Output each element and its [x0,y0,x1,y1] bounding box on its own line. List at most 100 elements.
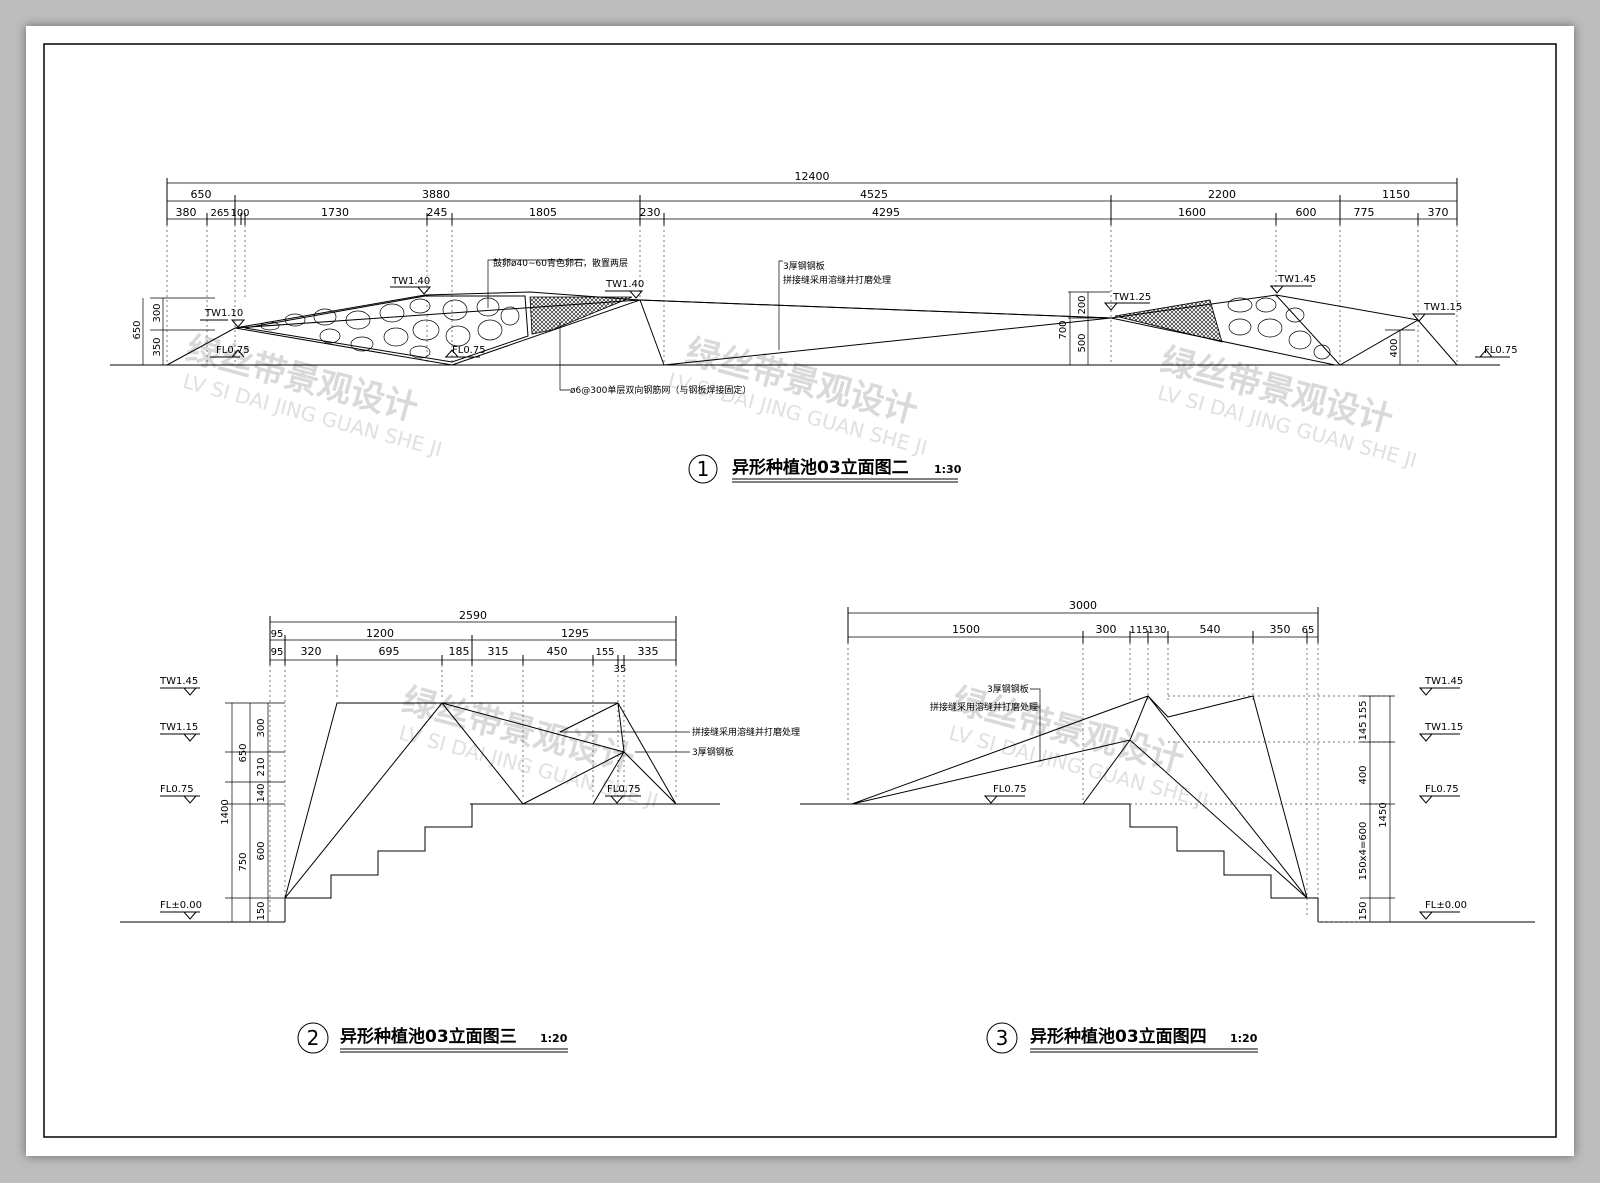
title-number: 1 [697,457,710,481]
level-label: TW1.15 [1424,722,1463,733]
note-rebar: ø6@300单层双向钢筋网（与钢板焊接固定） [570,384,751,396]
drawing-sheet: 绿丝带景观设计 LV SI DAI JING GUAN SHE JI 绿丝带景观… [26,26,1574,1156]
mesh-wedge-right [1114,299,1223,343]
level-label: TW1.40 [605,279,644,290]
title-2: 2 异形种植池03立面图三 1:20 [297,1022,568,1054]
note-weld: 拼接缝采用溶缝并打磨处理 [783,274,891,286]
level-markers-2: TW1.45 TW1.15 FL0.75 FL±0.00 FL0.75 [159,676,641,920]
dim-label: 185 [449,645,470,658]
cad-drawing: 绿丝带景观设计 LV SI DAI JING GUAN SHE JI 绿丝带景观… [43,43,1557,1138]
vert-dim: 150x4=600 [1358,822,1369,881]
title-1: 1 异形种植池03立面图二 1:30 [688,454,962,484]
drawing-frame [43,43,1557,1138]
dim-label: 95 [271,629,284,640]
vert-dim: 150 [1358,901,1369,920]
dim-label: 4525 [860,188,888,201]
title-number-circle [297,1022,329,1054]
title-text: 异形种植池03立面图三 [340,1026,517,1047]
dim-label: 245 [427,206,448,219]
annotations-1: 鼓卵ø40~60青色卵石，散置两层 3厚钢钢板 拼接缝采用溶缝并打磨处理 ø6@… [487,257,891,396]
dim-label: 95 [271,647,284,658]
dim-label: 1150 [1382,188,1410,201]
vert-dim: 300 [152,303,163,322]
vert-dim: 700 [1058,320,1069,339]
dim-label: 1730 [321,206,349,219]
dim-label: 35 [614,664,627,675]
dim-label: 1500 [952,623,980,636]
vert-dim: 145 [1358,721,1369,740]
dim-label: 540 [1200,623,1221,636]
level-label: FL0.75 [216,345,250,356]
vert-dim: 300 [256,718,267,737]
dim-label: 450 [547,645,568,658]
dim-label: 100 [230,208,249,219]
dim-total: 3000 [1069,599,1097,612]
vert-dim: 400 [1389,338,1400,357]
dim-label: 320 [301,645,322,658]
dim-label: 155 [595,647,614,658]
level-label: TW1.15 [1423,302,1462,313]
level-label: FL±0.00 [1425,900,1467,911]
level-label: FL0.75 [993,784,1027,795]
level-label: FL0.75 [607,784,641,795]
dim-total: 2590 [459,609,487,622]
vert-dim: 1400 [220,799,231,824]
stair-profile [284,804,473,922]
level-markers-3: TW1.45 TW1.15 FL0.75 FL±0.00 FL0.75 [983,676,1467,920]
vert-dim: 1450 [1378,802,1389,827]
title-number: 2 [307,1026,320,1050]
level-label: TW1.15 [159,722,198,733]
dim-label: 1200 [366,627,394,640]
watermark-5: 绿丝带景观设计 LV SI DAI JING GUAN SHE JI [947,680,1211,812]
title-3: 3 异形种植池03立面图四 1:20 [986,1022,1258,1054]
dim-label: 350 [1270,623,1291,636]
watermark-3: 绿丝带景观设计 LV SI DAI JING GUAN SHE JI [1155,340,1419,472]
annotations-3: 3厚钢钢板 拼接缝采用溶缝并打磨处理 [930,683,1041,762]
elevation-2: 2590 95 1200 1295 95 320 695 185 315 450… [120,609,800,1054]
note-stones: 鼓卵ø40~60青色卵石，散置两层 [493,257,628,269]
title-text: 异形种植池03立面图四 [1030,1026,1207,1047]
elevation-1: 12400 650 3880 4525 2200 1150 380 265 10… [110,170,1518,484]
level-label: FL0.75 [452,345,486,356]
dim-ticks [166,178,1458,365]
stone-fill-left [244,295,529,363]
title-number: 3 [996,1026,1009,1050]
title-text: 异形种植池03立面图二 [732,457,909,478]
vert-dim: 210 [256,757,267,776]
vert-dim: 600 [256,841,267,860]
vert-dim: 155 [1358,700,1369,719]
vert-dim: 750 [238,852,249,871]
dim-label: 695 [379,645,400,658]
note-steel-plate: 3厚钢钢板 [692,746,734,758]
title-number-circle [688,454,718,484]
vert-dim: 150 [256,901,267,920]
note-weld: 拼接缝采用溶缝并打磨处理 [930,701,1038,713]
title-scale: 1:20 [1230,1032,1258,1045]
note-steel-plate: 3厚钢钢板 [783,260,825,272]
level-label: TW1.45 [159,676,198,687]
dim-label: 130 [1147,625,1166,636]
vert-dim: 350 [152,337,163,356]
dim-label: 315 [488,645,509,658]
vert-dim: 400 [1358,765,1369,784]
dim-label: 335 [638,645,659,658]
dim-label: 775 [1354,206,1375,219]
level-label: TW1.40 [391,276,430,287]
vert-dim: 140 [256,783,267,802]
note-weld: 拼接缝采用溶缝并打磨处理 [692,726,800,738]
stone-bed-left [166,291,1112,366]
title-scale: 1:30 [934,463,962,476]
dim-label: 300 [1096,623,1117,636]
dim-label: 230 [640,206,661,219]
level-label: FL0.75 [160,784,194,795]
elevation-3: 3000 1500 300 115 130 540 350 65 155 145… [800,599,1535,1054]
stair-profile [1129,804,1319,922]
planter-walls [284,702,677,899]
title-number-circle [986,1022,1018,1054]
vert-dim: 650 [238,743,249,762]
dim-label: 600 [1296,206,1317,219]
dim-label: 4295 [872,206,900,219]
dim-label: 1295 [561,627,589,640]
vert-dim: 650 [132,320,143,339]
mesh-wedge-left [529,296,633,335]
